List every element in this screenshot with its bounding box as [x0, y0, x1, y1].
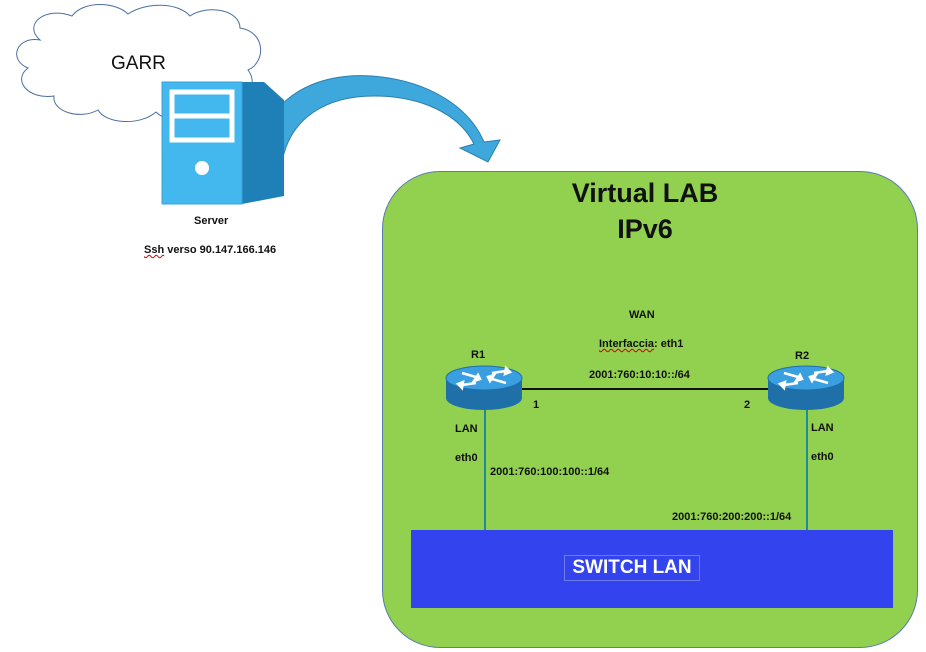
router-r2-icon: [767, 365, 845, 410]
ssh-word: Ssh: [144, 244, 165, 256]
interface-word: Interfaccia: [599, 338, 655, 350]
r2-lan-address: 2001:760:200:200::1/64: [672, 511, 792, 523]
interface-name: : eth1: [654, 338, 684, 350]
cloud-label: GARR: [111, 53, 166, 74]
wan-subnet: 2001:760:10:10::/64: [589, 369, 690, 381]
lab-title-line2: IPv6: [617, 214, 673, 244]
wan-interface-text: Interfaccia: eth1: [599, 338, 683, 350]
server-ssh-text: Ssh verso 90.147.166.146: [144, 244, 276, 256]
r1-lan-label: LAN: [455, 423, 478, 435]
server-icon: [161, 81, 284, 205]
r2-lan-interface: eth0: [811, 451, 834, 463]
router-r1-icon: [445, 365, 523, 410]
r2-wan-port: 2: [744, 399, 751, 411]
r1-lan-interface: eth0: [455, 452, 478, 464]
r2-name: R2: [795, 350, 810, 362]
connection-arrow-icon: [257, 75, 501, 163]
ssh-target: verso 90.147.166.146: [164, 244, 277, 256]
lab-title-line1: Virtual LAB: [571, 178, 719, 208]
wan-label: WAN: [629, 309, 655, 321]
server-label: Server: [194, 215, 229, 227]
switch-lan-box: [411, 530, 893, 608]
r1-lan-address: 2001:760:100:100::1/64: [490, 466, 610, 478]
r2-lan-label: LAN: [811, 422, 834, 434]
switch-lan-label: SWITCH LAN: [564, 555, 700, 581]
r1-name: R1: [471, 349, 486, 361]
r1-wan-port: 1: [533, 399, 540, 411]
